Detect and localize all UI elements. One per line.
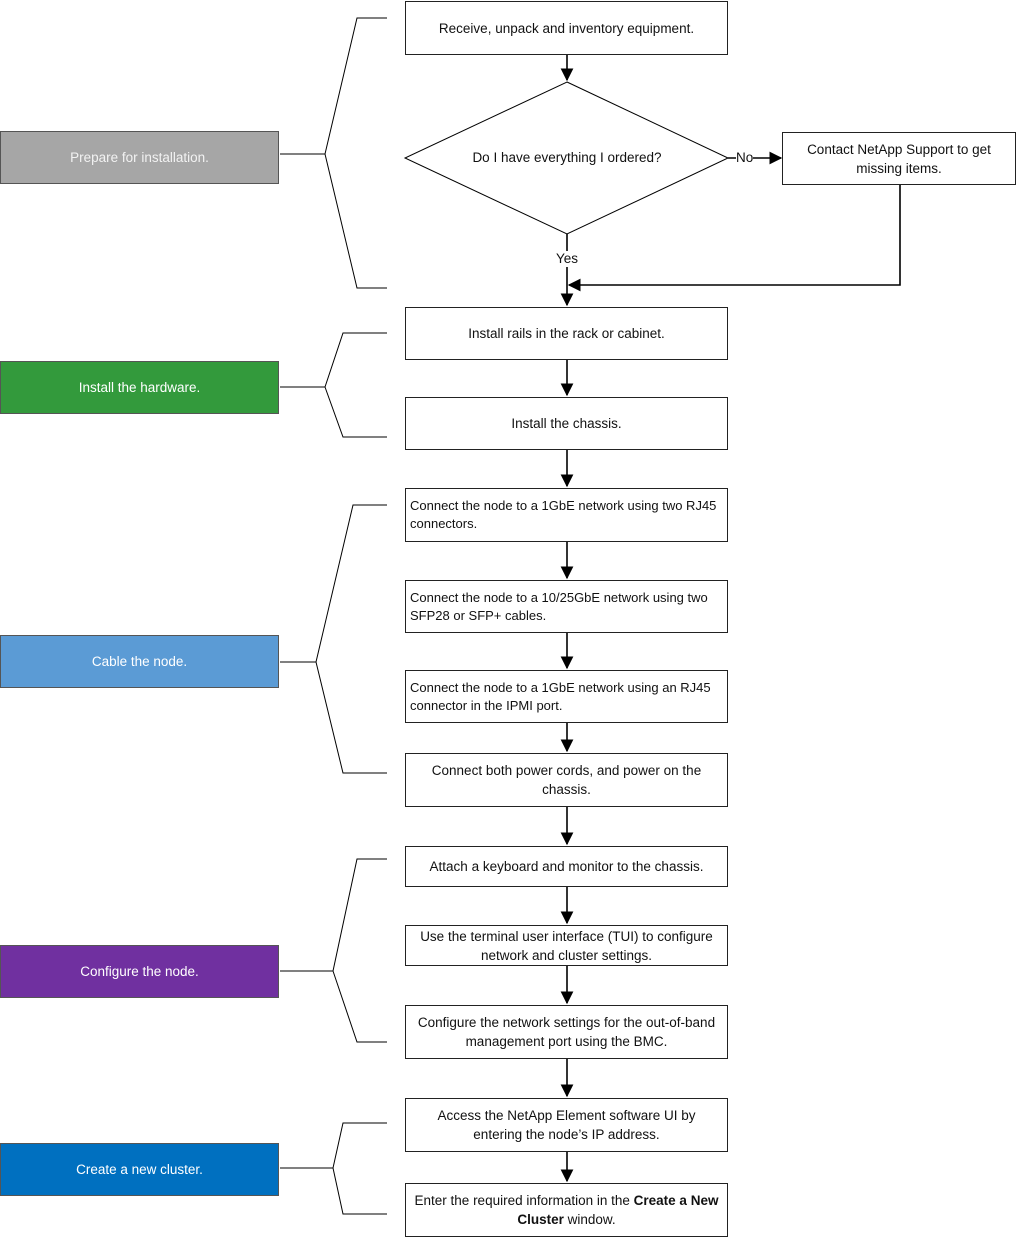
step-access-ui-text: Access the NetApp Element software UI by…: [437, 1108, 696, 1142]
step-install-chassis-text: Install the chassis.: [511, 416, 622, 431]
phase-cable-node-label: Cable the node.: [91, 654, 188, 669]
step-configure-bmc: Configure the network settings for the o…: [405, 1005, 728, 1059]
phase-prepare-label: Prepare for installation.: [70, 150, 209, 165]
decision-question: Do I have everything I ordered?: [472, 150, 662, 165]
step-install-chassis: Install the chassis.: [405, 397, 728, 450]
brace-hardware: [280, 332, 387, 438]
step-access-ui: Access the NetApp Element software UI by…: [405, 1098, 728, 1152]
step-connect-ipmi: Connect the node to a 1GbE network using…: [405, 670, 728, 723]
step-contact-support-text: Contact NetApp Support to get missing it…: [807, 141, 991, 176]
step-enter-info-bold: Create a New Cluster: [517, 1193, 719, 1227]
step-connect-10-25gbe-text: Connect the node to a 10/25GbE network u…: [410, 589, 708, 623]
step-connect-power-text: Connect both power cords, and power on t…: [431, 763, 702, 797]
step-attach-keyboard-text: Attach a keyboard and monitor to the cha…: [429, 859, 704, 874]
phase-create-cluster-label: Create a new cluster.: [76, 1162, 203, 1177]
step-receive-text: Receive, unpack and inventory equipment.: [438, 20, 695, 36]
step-configure-bmc-text: Configure the network settings for the o…: [417, 1015, 716, 1049]
step-install-rails: Install rails in the rack or cabinet.: [405, 307, 728, 360]
phase-create-cluster: Create a new cluster.: [0, 1143, 279, 1196]
brace-prepare: [280, 17, 387, 289]
step-attach-keyboard: Attach a keyboard and monitor to the cha…: [405, 846, 728, 887]
phase-install-hardware: Install the hardware.: [0, 361, 279, 414]
step-install-rails-text: Install rails in the rack or cabinet.: [468, 326, 665, 341]
step-connect-1gbe-text: Connect the node to a 1GbE network using…: [410, 498, 717, 531]
step-enter-info: Enter the required information in the Cr…: [405, 1183, 728, 1237]
step-enter-info-text: Enter the required information in the Cr…: [414, 1191, 719, 1229]
phase-install-hardware-label: Install the hardware.: [78, 380, 201, 395]
phase-configure-node: Configure the node.: [0, 945, 279, 998]
step-connect-ipmi-text: Connect the node to a 1GbE network using…: [410, 679, 711, 713]
brace-cable: [280, 504, 387, 774]
step-connect-10-25gbe: Connect the node to a 10/25GbE network u…: [405, 580, 728, 633]
label-yes: Yes: [556, 251, 579, 267]
step-contact-support: Contact NetApp Support to get missing it…: [782, 132, 1016, 185]
phase-cable-node: Cable the node.: [0, 635, 279, 688]
brace-cluster: [280, 1122, 387, 1215]
step-enter-info-suffix: window.: [563, 1212, 616, 1227]
step-connect-power: Connect both power cords, and power on t…: [405, 753, 728, 807]
phase-prepare: Prepare for installation.: [0, 131, 279, 184]
step-connect-1gbe: Connect the node to a 1GbE network using…: [405, 488, 728, 542]
step-use-tui-text: Use the terminal user interface (TUI) to…: [420, 928, 713, 963]
phase-configure-node-label: Configure the node.: [80, 964, 199, 979]
step-enter-info-prefix: Enter the required information in the: [414, 1193, 634, 1208]
label-no: No: [736, 150, 754, 166]
step-use-tui: Use the terminal user interface (TUI) to…: [405, 925, 728, 966]
step-receive: Receive, unpack and inventory equipment.: [405, 1, 728, 55]
arrow-support-return: [567, 185, 901, 292]
brace-configure: [280, 858, 387, 1043]
